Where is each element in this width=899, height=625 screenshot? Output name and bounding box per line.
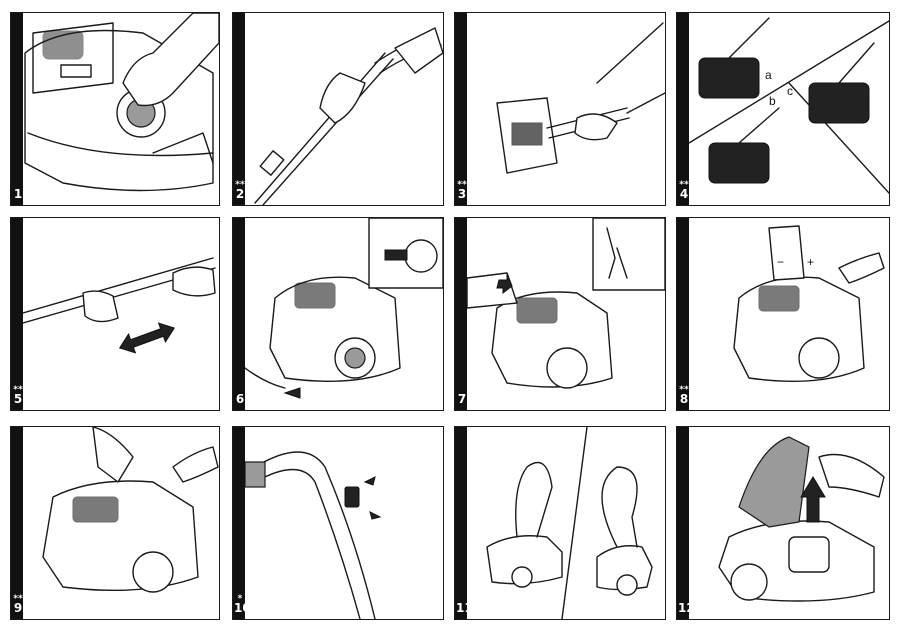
step-number-label: 1 — [13, 187, 23, 201]
step-bar — [233, 427, 245, 619]
step-number-label: **3 — [457, 180, 467, 201]
panel-step-11: 11 — [454, 426, 666, 620]
illustration-storage-positions — [486, 427, 653, 619]
step-bar — [11, 218, 23, 410]
step-bar — [455, 13, 467, 205]
illustration-open-cover — [42, 427, 219, 593]
illustration-remove-bag — [718, 436, 885, 602]
label-c: c — [787, 84, 793, 98]
panel-step-10: *10 — [232, 426, 444, 620]
label-b: b — [769, 94, 776, 108]
step-bar — [677, 218, 689, 410]
step-bar — [455, 427, 467, 619]
panel-step-3: **3 — [454, 12, 666, 206]
step-number-label: **5 — [13, 385, 23, 406]
step-number-label: **8 — [679, 385, 689, 406]
step-number-label: **9 — [13, 594, 23, 615]
illustration-power-regulation: − + — [733, 225, 885, 383]
step-number-label: **4 — [679, 180, 689, 201]
illustration-attach-nozzle — [496, 22, 665, 174]
step-bar — [455, 218, 467, 410]
panel-step-7: 7 — [454, 217, 666, 411]
label-minus: − — [777, 255, 784, 269]
illustration-floor-nozzle-settings: a b c — [689, 17, 889, 194]
step-number-label: 6 — [235, 392, 245, 406]
panel-step-4: **4 a b c — [676, 12, 890, 206]
panel-step-8: **8 − + — [676, 217, 890, 411]
panel-step-5: **5 — [10, 217, 220, 411]
illustration-foot-switch — [467, 218, 665, 389]
panel-step-2: **2 — [232, 12, 444, 206]
illustration-open-lid — [24, 13, 219, 192]
illustration-attach-tube — [254, 27, 443, 205]
label-a: a — [765, 68, 772, 82]
step-number-label: 7 — [457, 392, 467, 406]
step-bar — [677, 13, 689, 205]
panel-step-9: **9 — [10, 426, 220, 620]
step-bar — [233, 13, 245, 205]
step-bar — [11, 13, 23, 205]
illustration-adjust-tube-length — [23, 257, 216, 354]
illustration-handle-slider — [245, 451, 382, 619]
step-bar — [677, 427, 689, 619]
illustration-plug-in — [245, 218, 443, 399]
panel-step-1: 1 — [10, 12, 220, 206]
step-number-label: **2 — [235, 180, 245, 201]
panel-step-12: 12 — [676, 426, 890, 620]
step-bar — [11, 427, 23, 619]
panel-step-6: 6 — [232, 217, 444, 411]
label-plus: + — [807, 255, 814, 269]
step-bar — [233, 218, 245, 410]
